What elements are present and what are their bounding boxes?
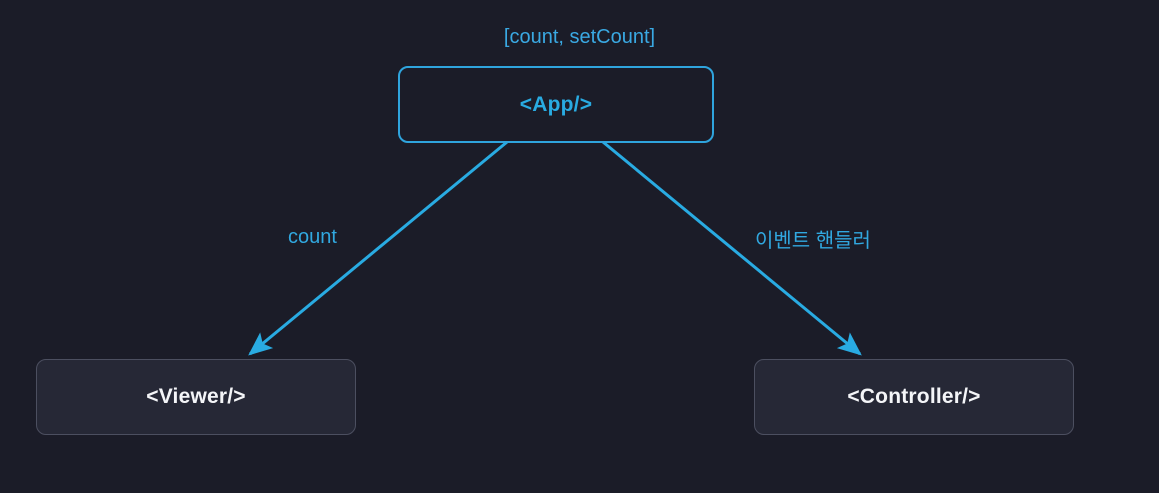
edge-app-to-controller: [602, 140, 862, 356]
node-app-label: <App/>: [519, 92, 593, 116]
state-annotation-label: [count, setCount]: [503, 26, 656, 48]
edge-app-to-viewer: [248, 140, 508, 356]
node-viewer[interactable]: <Viewer/>: [36, 359, 356, 435]
node-controller[interactable]: <Controller/>: [754, 359, 1074, 435]
node-app[interactable]: <App/>: [398, 66, 714, 143]
edge-label-event-handler: 이벤트 핸들러: [755, 230, 871, 252]
node-viewer-label: <Viewer/>: [146, 385, 246, 408]
node-controller-label: <Controller/>: [847, 385, 981, 408]
edge-label-count: count: [288, 226, 337, 248]
